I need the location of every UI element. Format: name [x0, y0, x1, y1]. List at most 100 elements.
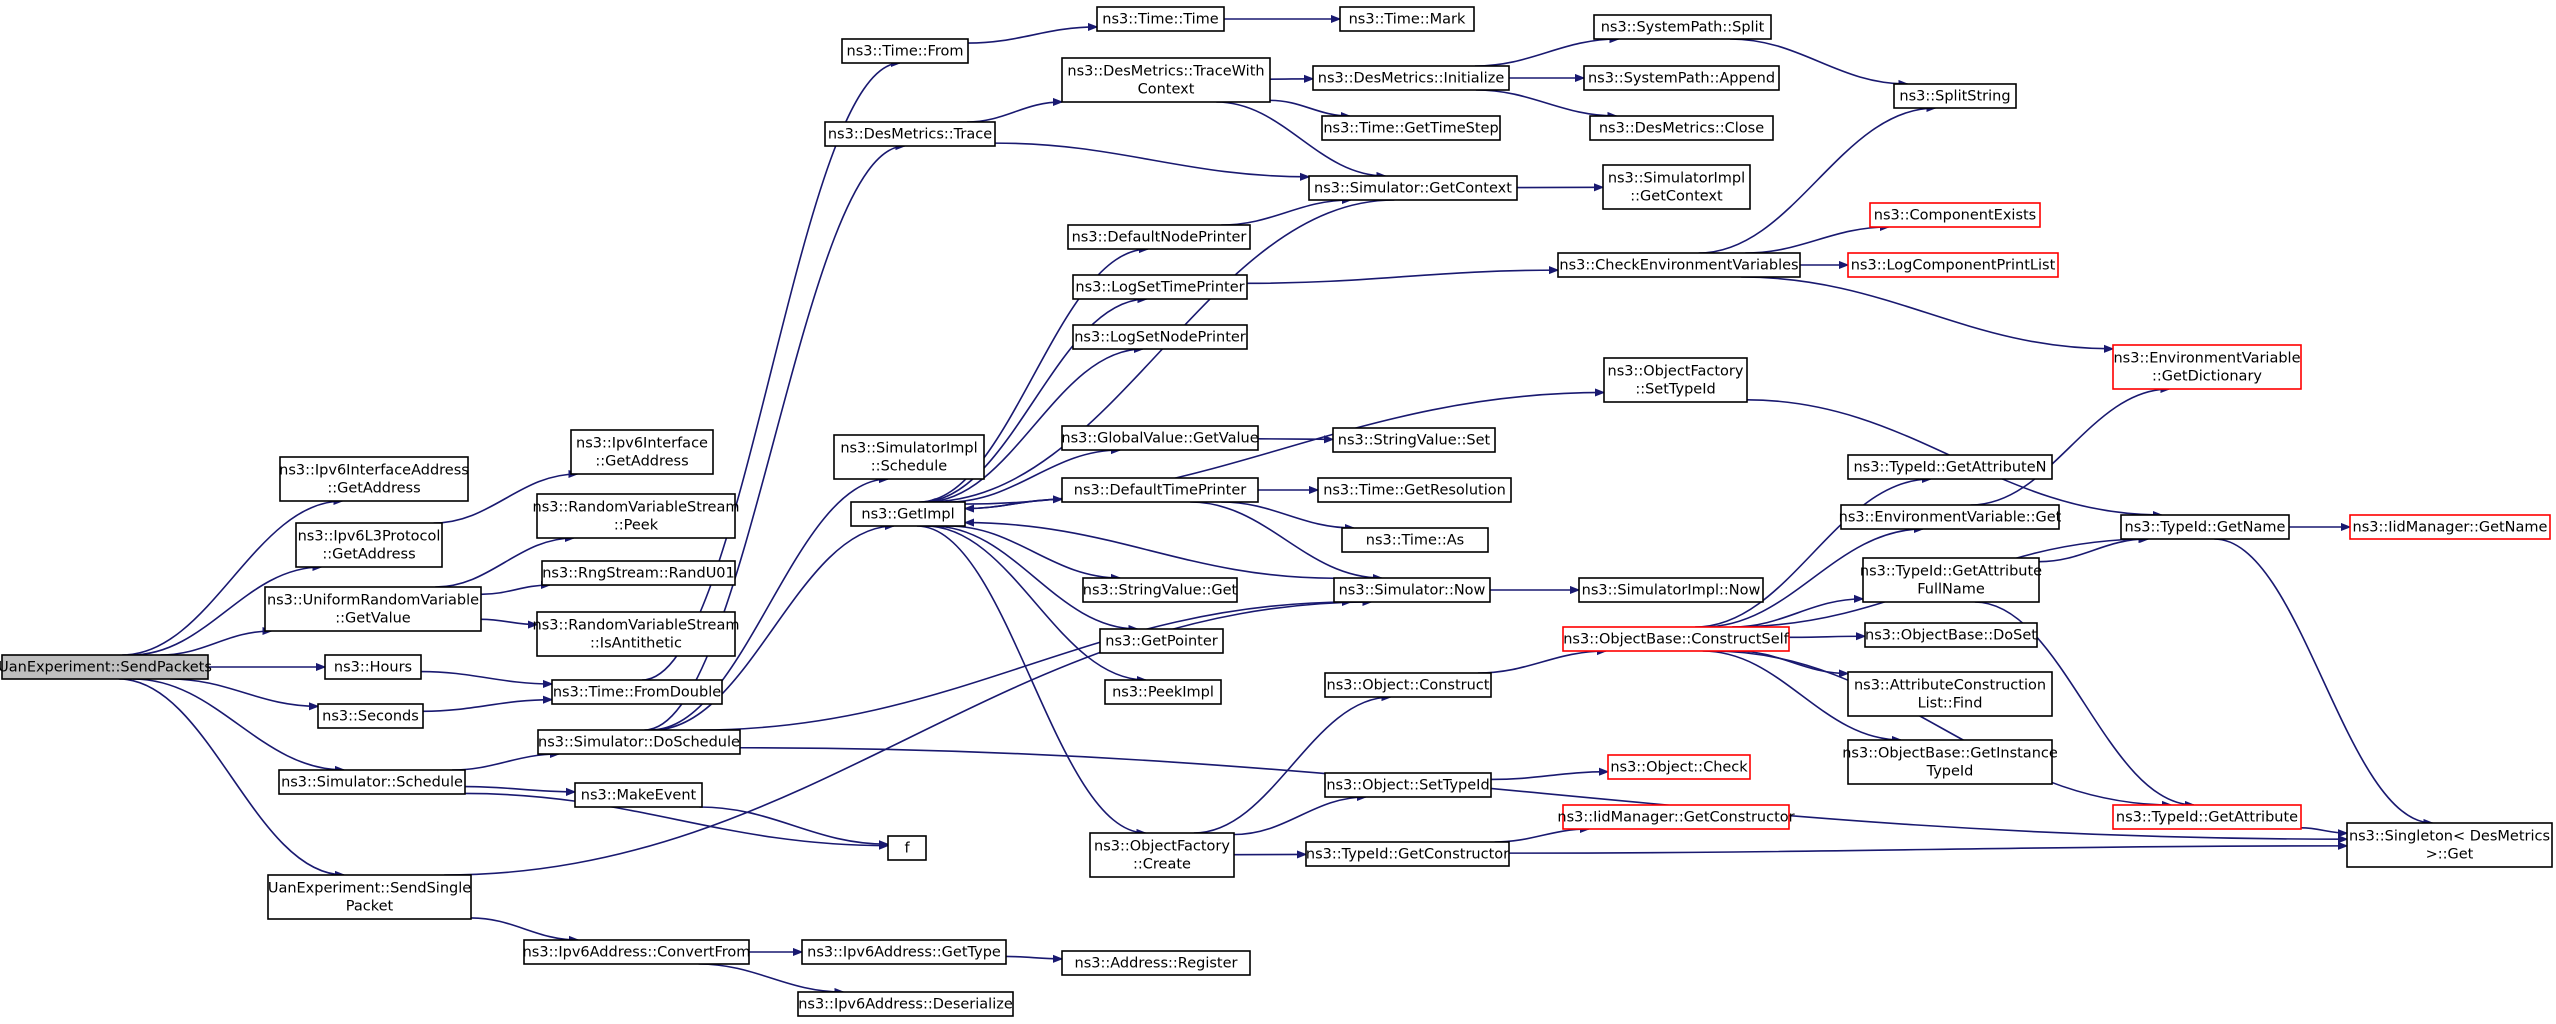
- node-singleton-get[interactable]: ns3::Singleton< DesMetrics >::Get: [2346, 822, 2553, 868]
- edge-root-to-send-single: [118, 678, 344, 875]
- node-make-event[interactable]: ns3::MakeEvent: [574, 782, 703, 808]
- node-box: [1583, 65, 1780, 91]
- node-rvs-peek[interactable]: ns3::RandomVariableStream::Peek: [533, 493, 740, 539]
- edge-check-env-to-comp-exists: [1745, 227, 1889, 254]
- node-log-comp-list[interactable]: ns3::LogComponentPrintList: [1847, 252, 2059, 278]
- node-def-node-printer[interactable]: ns3::DefaultNodePrinter: [1067, 224, 1251, 250]
- node-ipv6iface[interactable]: ns3::Ipv6Interface::GetAddress: [570, 429, 714, 475]
- node-ipv6-deser[interactable]: ns3::Ipv6Address::Deserialize: [797, 991, 1014, 1017]
- node-comp-exists[interactable]: ns3::ComponentExists: [1869, 202, 2041, 228]
- node-get-impl[interactable]: ns3::GetImpl: [850, 501, 966, 527]
- node-sim-schedule[interactable]: ns3::Simulator::Schedule: [278, 769, 466, 795]
- node-split-string[interactable]: ns3::SplitString: [1893, 83, 2017, 109]
- node-time-from[interactable]: ns3::Time::From: [841, 38, 969, 64]
- node-of-create[interactable]: ns3::ObjectFactory::Create: [1089, 832, 1235, 878]
- node-box: [1341, 527, 1489, 553]
- node-of-set-type-id[interactable]: ns3::ObjectFactory::SetTypeId: [1603, 357, 1748, 403]
- node-sp-append[interactable]: ns3::SystemPath::Append: [1583, 65, 1780, 91]
- node-rng-rand[interactable]: ns3::RngStream::RandU01: [541, 560, 736, 586]
- edge-def-time-printer-to-sim-now: [1190, 501, 1382, 578]
- node-ipv6-get-type[interactable]: ns3::Ipv6Address::GetType: [801, 939, 1007, 965]
- node-sv-get[interactable]: ns3::StringValue::Get: [1082, 577, 1238, 603]
- edge-convert-from-to-ipv6-deser: [698, 963, 844, 992]
- node-obj-set-type-id[interactable]: ns3::Object::SetTypeId: [1324, 772, 1492, 798]
- node-log-set-node[interactable]: ns3::LogSetNodePrinter: [1072, 324, 1248, 350]
- node-sim-get-context[interactable]: ns3::Simulator::GetContext: [1308, 175, 1518, 201]
- node-label: ns3::LogComponentPrintList: [1851, 258, 2056, 274]
- node-get-pointer[interactable]: ns3::GetPointer: [1099, 628, 1224, 654]
- node-tid-get-name[interactable]: ns3::TypeId::GetName: [2120, 514, 2290, 540]
- node-from-double[interactable]: ns3::Time::FromDouble: [551, 679, 723, 705]
- node-tid-get-attr[interactable]: ns3::TypeId::GetAttribute: [2112, 804, 2302, 830]
- node-peek-impl[interactable]: ns3::PeekImpl: [1104, 679, 1222, 705]
- node-obj-check[interactable]: ns3::Object::Check: [1607, 754, 1751, 780]
- node-urv-get-value[interactable]: ns3::UniformRandomVariable::GetValue: [264, 586, 482, 632]
- node-impl-get-context[interactable]: ns3::SimulatorImpl::GetContext: [1602, 164, 1751, 210]
- node-sim-now[interactable]: ns3::Simulator::Now: [1333, 577, 1491, 603]
- node-iid-get-ctor[interactable]: ns3::IidManager::GetConstructor: [1557, 804, 1795, 830]
- node-label: ns3::Time::GetResolution: [1323, 483, 1506, 499]
- node-ipv6ifaddr[interactable]: ns3::Ipv6InterfaceAddress::GetAddress: [279, 456, 469, 502]
- node-log-set-time[interactable]: ns3::LogSetTimePrinter: [1072, 274, 1248, 300]
- node-f[interactable]: f: [887, 835, 927, 861]
- edge-log-set-time-to-check-env: [1246, 270, 1558, 285]
- node-env-get-dict[interactable]: ns3::EnvironmentVariable::GetDictionary: [2112, 344, 2302, 390]
- node-gv-get-value[interactable]: ns3::GlobalValue::GetValue: [1061, 425, 1259, 451]
- node-time-get-res[interactable]: ns3::Time::GetResolution: [1317, 477, 1512, 503]
- node-root[interactable]: UanExperiment::SendPackets: [0, 654, 212, 680]
- node-addr-register[interactable]: ns3::Address::Register: [1061, 950, 1251, 976]
- node-env-get[interactable]: ns3::EnvironmentVariable::Get: [1839, 504, 2062, 530]
- node-def-time-printer[interactable]: ns3::DefaultTimePrinter: [1061, 477, 1259, 503]
- node-time-as[interactable]: ns3::Time::As: [1341, 527, 1489, 553]
- node-ipv6l3[interactable]: ns3::Ipv6L3Protocol::GetAddress: [295, 522, 443, 568]
- node-check-env[interactable]: ns3::CheckEnvironmentVariables: [1557, 252, 1801, 278]
- edge-tid-get-attr-to-singleton-get: [2300, 827, 2347, 833]
- node-rvs-anti[interactable]: ns3::RandomVariableStream::IsAntithetic: [533, 611, 740, 657]
- node-label: ns3::Time::Mark: [1349, 12, 1466, 28]
- node-label: ns3::DesMetrics::TraceWith: [1067, 64, 1264, 80]
- node-box: [1305, 841, 1510, 867]
- node-label: f: [904, 841, 910, 857]
- edge-gv-get-value-to-sv-set: [1257, 439, 1333, 440]
- node-hours[interactable]: ns3::Hours: [324, 654, 422, 680]
- node-sv-set[interactable]: ns3::StringValue::Set: [1332, 427, 1496, 453]
- node-sp-split[interactable]: ns3::SystemPath::Split: [1593, 14, 1772, 40]
- node-iid-get-name[interactable]: ns3::IidManager::GetName: [2349, 514, 2551, 540]
- node-des-trace[interactable]: ns3::DesMetrics::Trace: [824, 121, 996, 147]
- node-tid-get-attr-n[interactable]: ns3::TypeId::GetAttributeN: [1847, 454, 2053, 480]
- node-time-step[interactable]: ns3::Time::GetTimeStep: [1321, 115, 1501, 141]
- edge-time-from-to-time-time: [967, 27, 1097, 44]
- node-label: ns3::Time::From: [847, 44, 964, 60]
- node-do-schedule[interactable]: ns3::Simulator::DoSchedule: [537, 729, 741, 755]
- node-time-mark[interactable]: ns3::Time::Mark: [1339, 6, 1475, 32]
- node-label: ns3::LogSetTimePrinter: [1075, 280, 1244, 296]
- edge-of-create-to-obj-set-type-id: [1233, 797, 1366, 836]
- node-time-time[interactable]: ns3::Time::Time: [1096, 6, 1225, 32]
- node-label: ::GetValue: [335, 611, 411, 627]
- node-des-init[interactable]: ns3::DesMetrics::Initialize: [1312, 65, 1510, 91]
- node-box: [824, 121, 996, 147]
- node-impl-schedule[interactable]: ns3::SimulatorImpl::Schedule: [833, 434, 985, 480]
- edge-des-init-to-sp-split: [1474, 39, 1619, 67]
- node-des-close[interactable]: ns3::DesMetrics::Close: [1589, 115, 1774, 141]
- node-ob-construct-self[interactable]: ns3::ObjectBase::ConstructSelf: [1562, 626, 1790, 652]
- node-convert-from[interactable]: ns3::Ipv6Address::ConvertFrom: [523, 939, 751, 965]
- node-label: ns3::Time::Time: [1102, 12, 1219, 28]
- node-impl-now[interactable]: ns3::SimulatorImpl::Now: [1578, 577, 1764, 603]
- node-label: ns3::SimulatorImpl::Now: [1582, 583, 1761, 599]
- node-ob-do-set[interactable]: ns3::ObjectBase::DoSet: [1864, 622, 2038, 648]
- node-obj-construct[interactable]: ns3::Object::Construct: [1324, 672, 1492, 698]
- edge-sim-schedule-to-f: [464, 792, 888, 845]
- edge-sim-now-to-get-impl: [965, 523, 1335, 580]
- node-seconds[interactable]: ns3::Seconds: [317, 703, 424, 729]
- node-tid-get-ctor[interactable]: ns3::TypeId::GetConstructor: [1305, 841, 1510, 867]
- node-box: [1308, 175, 1518, 201]
- node-box: [1333, 577, 1491, 603]
- node-label: ns3::Object::SetTypeId: [1326, 778, 1489, 794]
